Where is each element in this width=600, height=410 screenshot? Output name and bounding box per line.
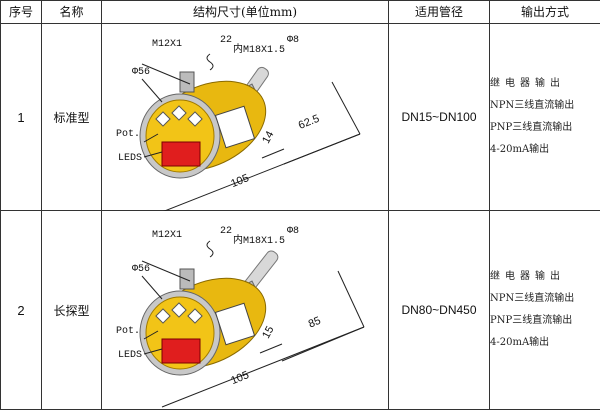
- label-dim-total: 105: [229, 172, 251, 190]
- label-wrench: 22: [220, 226, 232, 237]
- label-pot: Pot.: [116, 129, 140, 140]
- row-output: 继电器输出 NPN三线直流输出 PNP三线直流输出 4-20mA输出: [489, 23, 600, 211]
- header-row: 序号 名称 结构尺寸(单位mm) 适用管径 输出方式: [0, 0, 600, 24]
- extension-line: [331, 81, 361, 135]
- label-m12: M12X1: [152, 230, 182, 241]
- label-dim-total: 105: [229, 369, 251, 387]
- output-line: 继电器输出: [490, 271, 565, 282]
- output-line: PNP三线直流输出: [490, 122, 573, 133]
- label-m12: M12X1: [152, 39, 182, 50]
- leader-line: [141, 275, 163, 300]
- output-line: 继电器输出: [490, 78, 565, 89]
- row-pipe: DN15~DN100: [388, 23, 490, 211]
- nameplate: [214, 302, 256, 346]
- label-inner-thread: 内M18X1.5: [233, 42, 285, 56]
- output-line: NPN三线直流输出: [490, 293, 575, 304]
- leader-line: [143, 151, 163, 158]
- label-pot: Pot.: [116, 326, 140, 337]
- leader-line: [143, 348, 163, 355]
- row-name: 长探型: [41, 210, 102, 410]
- output-line: PNP三线直流输出: [490, 315, 573, 326]
- dimension-line-small: [259, 343, 283, 354]
- label-leds: LEDS: [118, 350, 142, 361]
- dimension-line-probe: [281, 326, 365, 362]
- label-dim-probe: 62.5: [297, 113, 321, 132]
- header-output: 输出方式: [489, 0, 600, 24]
- label-inner-thread: 内M18X1.5: [233, 233, 285, 247]
- label-dim-small: 15: [260, 324, 276, 340]
- label-body-dia: Φ56: [132, 264, 150, 275]
- pot-button: [171, 302, 187, 318]
- label-body-dia: Φ56: [132, 67, 150, 78]
- structure-drawing-cell: M12X1 22 内M18X1.5 Φ8 Φ56 Pot. LEDS 14 62…: [101, 23, 389, 211]
- table-row: 1 标准型: [0, 23, 600, 211]
- led-display: [161, 338, 201, 364]
- row-output: 继电器输出 NPN三线直流输出 PNP三线直流输出 4-20mA输出: [489, 210, 600, 410]
- pot-button: [155, 111, 171, 127]
- sensor-drawing: M12X1 22 内M18X1.5 Φ8 Φ56 Pot. LEDS 15 85…: [116, 226, 365, 408]
- output-line: NPN三线直流输出: [490, 100, 575, 111]
- output-line: 4-20mA输出: [490, 337, 550, 348]
- wrench-icon: [206, 240, 214, 258]
- row-pipe: DN80~DN450: [388, 210, 490, 410]
- leader-line: [141, 260, 191, 282]
- row-index: 2: [0, 210, 42, 410]
- header-pipe: 适用管径: [388, 0, 490, 24]
- leader-line: [141, 63, 191, 85]
- output-line: 4-20mA输出: [490, 144, 550, 155]
- row-index: 1: [0, 23, 42, 211]
- leader-line: [143, 133, 159, 143]
- leader-line: [143, 330, 159, 340]
- dimension-line-small: [261, 148, 285, 159]
- m12-connector: [179, 71, 195, 93]
- wrench-icon: [206, 53, 214, 71]
- row-name: 标准型: [41, 23, 102, 211]
- structure-drawing-cell: M12X1 22 内M18X1.5 Φ8 Φ56 Pot. LEDS 15 85…: [101, 210, 389, 410]
- dimension-line-probe: [283, 133, 361, 165]
- dimension-line-total: [161, 326, 365, 408]
- pot-button: [187, 308, 203, 324]
- header-structure: 结构尺寸(单位mm): [101, 0, 389, 24]
- leader-line: [141, 78, 163, 103]
- nameplate: [214, 105, 256, 149]
- label-leds: LEDS: [118, 153, 142, 164]
- pot-button: [187, 111, 203, 127]
- led-display: [161, 141, 201, 167]
- header-name: 名称: [41, 0, 102, 24]
- label-dim-probe: 85: [307, 315, 323, 331]
- sensor-drawing: M12X1 22 内M18X1.5 Φ8 Φ56 Pot. LEDS 14 62…: [116, 35, 361, 211]
- label-wrench: 22: [220, 35, 232, 46]
- table-row: 2 长探型: [0, 210, 600, 410]
- pot-button: [171, 105, 187, 121]
- label-probe-dia: Φ8: [287, 35, 299, 46]
- header-index: 序号: [0, 0, 42, 24]
- label-probe-dia: Φ8: [287, 226, 299, 237]
- pot-button: [155, 308, 171, 324]
- m12-connector: [179, 268, 195, 290]
- extension-line: [337, 270, 365, 328]
- label-dim-small: 14: [260, 129, 276, 145]
